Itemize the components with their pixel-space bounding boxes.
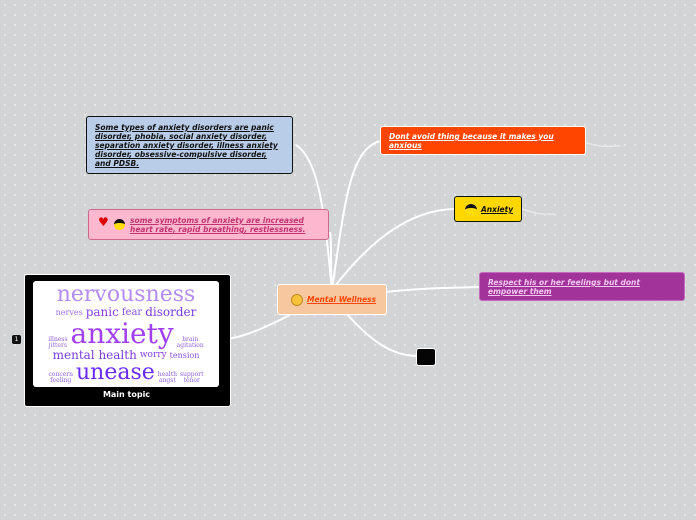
word-cloud-word: nerves (55, 308, 83, 317)
sunglasses-face-icon (114, 219, 125, 230)
word-cloud-word: agitation (176, 342, 204, 349)
word-cloud-column: support tenor (180, 372, 204, 384)
word-cloud-word: fear (121, 307, 143, 318)
node-anxiety[interactable]: Anxiety (454, 196, 522, 222)
node-text: some symptoms of anxiety are increased h… (130, 216, 306, 234)
word-cloud-word: support (179, 371, 204, 378)
word-cloud-word: jitters (48, 342, 67, 349)
node-text: Dont avoid thing because it makes you an… (389, 132, 554, 150)
word-cloud-word: illness (48, 336, 68, 343)
word-cloud-word: mental health (52, 348, 137, 362)
word-cloud-word: health (157, 371, 177, 378)
main-topic-caption: Main topic (102, 390, 151, 399)
word-cloud-row: nervousness (33, 284, 219, 306)
node-text: Some types of anxiety disorders are pani… (95, 123, 278, 168)
heart-icon: ♥ (98, 215, 109, 229)
word-cloud-column: illness jitters (48, 337, 67, 349)
word-cloud-row: nerves panic fear disorder (33, 306, 219, 319)
word-cloud-word: angst (158, 377, 176, 384)
node-anxiety-symptoms[interactable]: ♥ some symptoms of anxiety are increased… (88, 209, 329, 240)
word-cloud-row: concern feeling unease health angst supp… (33, 362, 219, 384)
word-cloud-word: anxiety (70, 317, 174, 350)
empty-node[interactable] (416, 348, 436, 366)
word-cloud-word: panic (85, 305, 119, 319)
collapsed-count-badge[interactable]: 1 (12, 335, 21, 344)
worried-face-icon (291, 294, 303, 306)
node-anxiety-disorder-types[interactable]: Some types of anxiety disorders are pani… (86, 116, 293, 174)
word-cloud-word: disorder (145, 305, 197, 319)
word-cloud-word: unease (75, 360, 155, 385)
word-cloud-word: feeling (50, 377, 72, 384)
word-cloud-row: mental health worry tension (33, 349, 219, 362)
word-cloud-column: brain agitation (177, 337, 204, 349)
word-cloud-row: illness jitters anxiety brain agitation (33, 319, 219, 349)
word-cloud-word: worry (139, 350, 167, 360)
node-text: Respect his or her feelings but dont emp… (488, 278, 640, 296)
word-cloud-column: health angst (158, 372, 177, 384)
word-cloud-word: concern (48, 371, 73, 378)
sunglasses-face-icon (465, 204, 477, 216)
node-text: Anxiety (481, 205, 514, 214)
node-dont-avoid[interactable]: Dont avoid thing because it makes you an… (380, 126, 586, 155)
word-cloud-word: nervousness (56, 282, 196, 307)
word-cloud-word: brain (182, 336, 199, 343)
central-topic-mental-wellness[interactable]: Mental Wellness (277, 284, 387, 315)
central-topic-text: Mental Wellness (307, 295, 377, 304)
node-respect-feelings[interactable]: Respect his or her feelings but dont emp… (479, 272, 685, 301)
word-cloud-word: tension (169, 351, 200, 360)
word-cloud-column: concern feeling (49, 372, 73, 384)
word-cloud-word: tenor (183, 377, 200, 384)
word-cloud-image: nervousness nerves panic fear disorder i… (33, 281, 219, 387)
